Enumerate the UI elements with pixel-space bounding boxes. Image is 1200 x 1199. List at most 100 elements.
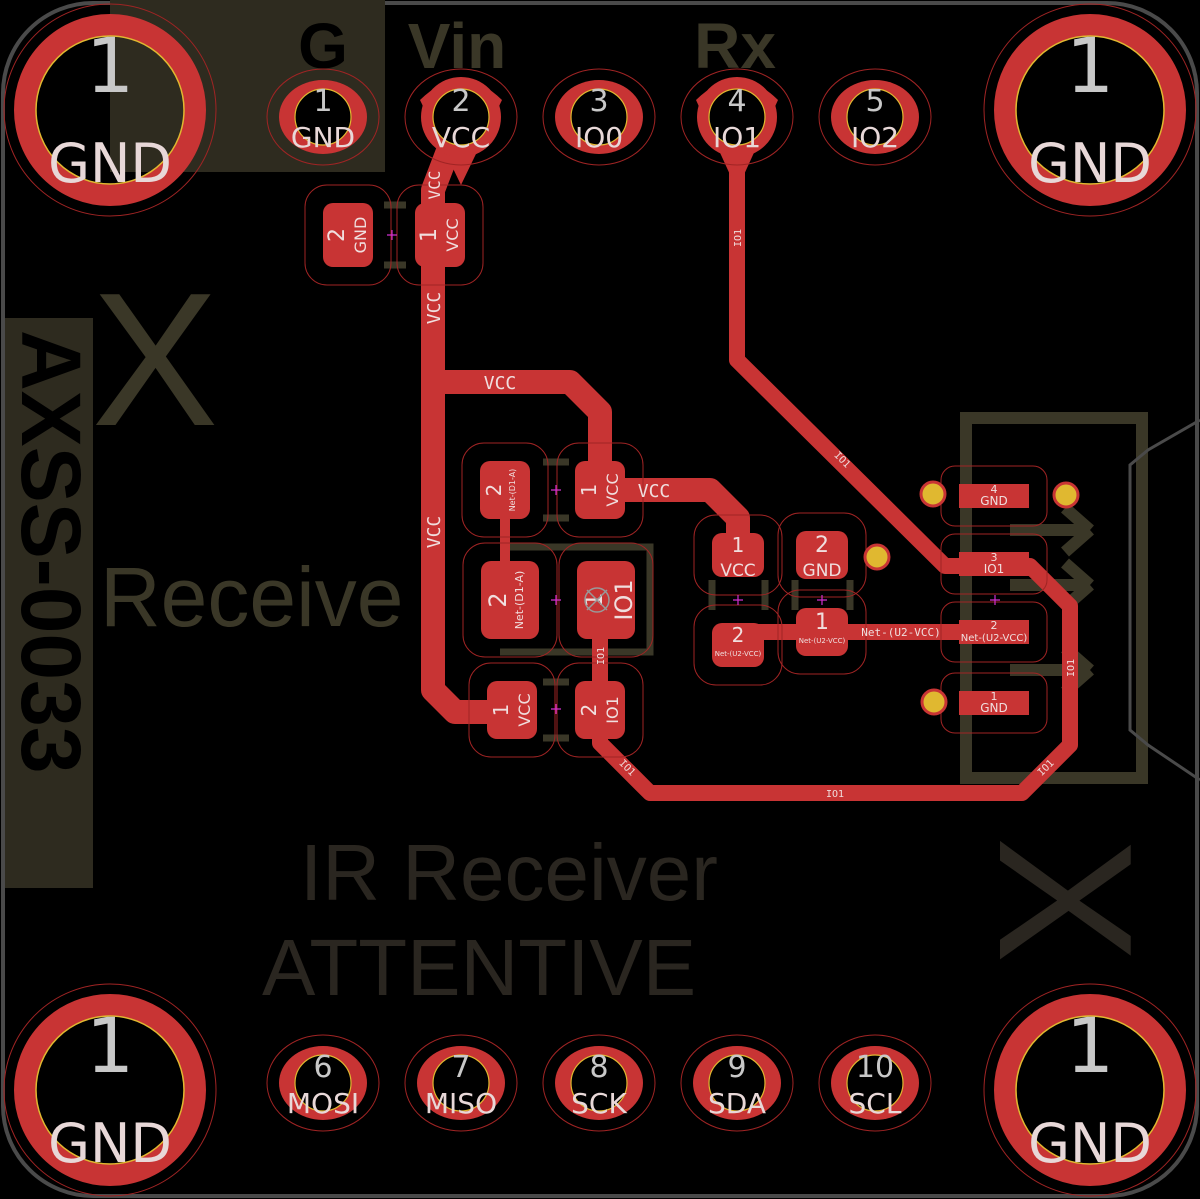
mount-hole-net: GND — [1028, 132, 1152, 195]
mount-hole[interactable]: 1 GND — [3, 983, 217, 1197]
pin-number: 1 — [313, 84, 332, 119]
mount-hole[interactable]: 1 GND — [983, 3, 1197, 217]
track-io1 — [592, 109, 1078, 801]
header-pins: 1GND2VCC3IO04IO15IO26MOSI7MISO8SCK9SDA10… — [266, 68, 932, 1132]
pad-number: 1 — [815, 610, 829, 635]
pad-net: VCC — [443, 218, 462, 251]
track-label-io1: IO1 — [733, 229, 744, 247]
silk-part-box — [5, 318, 93, 888]
pad-net: IO1 — [984, 562, 1005, 576]
pad-number: 2 — [991, 619, 998, 632]
pin-number: 6 — [313, 1050, 332, 1085]
silk-logo-left: X — [92, 254, 219, 466]
track-label-io1: IO1 — [596, 647, 607, 665]
pad-net: GND — [980, 701, 1008, 715]
pin-net: GND — [291, 121, 355, 154]
silk-rx: Rx — [694, 10, 776, 82]
pad-net: GND — [980, 494, 1008, 508]
pad-number: 2 — [577, 704, 601, 717]
pad-number: 4 — [991, 483, 998, 496]
pin-net: SCK — [571, 1087, 627, 1120]
pad-number: 2 — [482, 484, 506, 497]
mount-hole-net: GND — [48, 132, 172, 195]
silk-ir-receiver: IR Receiver — [300, 828, 718, 917]
pin-net: MOSI — [287, 1087, 359, 1120]
track-label-io1: IO1 — [826, 789, 844, 800]
pin-number: 2 — [451, 84, 470, 119]
pad-net: VCC — [720, 561, 755, 581]
track-label-vcc: VCC — [425, 171, 444, 200]
pin-net: SCL — [849, 1087, 902, 1120]
mount-hole-num: 1 — [86, 21, 134, 110]
pad-number: 2 — [325, 228, 350, 242]
track-label-vcc: VCC — [424, 292, 445, 325]
pin-number: 8 — [589, 1050, 608, 1085]
pad-number: 3 — [991, 551, 998, 564]
mount-hole-net: GND — [48, 1112, 172, 1175]
track-label-io1: IO1 — [1066, 659, 1077, 677]
pad-net: IO1 — [610, 579, 638, 620]
pad-net: GND — [803, 561, 842, 581]
pin-number: 9 — [727, 1050, 746, 1085]
silk-part-code: AXSS-0033 — [4, 330, 98, 774]
component-origin-markers — [387, 230, 1000, 714]
mount-hole[interactable]: 1 GND — [983, 983, 1197, 1197]
track-label-u2vcc: Net-(U2-VCC) — [861, 626, 940, 639]
pin-number: 3 — [589, 84, 608, 119]
pin-number: 5 — [865, 84, 884, 119]
pad-net: Net-(D1-A) — [513, 571, 526, 630]
pad-net: IO1 — [603, 696, 622, 724]
pad-net: Net-(U2-VCC) — [799, 637, 846, 645]
mount-hole[interactable]: 1 GND — [3, 3, 217, 217]
u2-body-edge — [1128, 418, 1200, 782]
pad-net: Net-(U2-VCC) — [961, 633, 1028, 644]
mount-hole-net: GND — [1028, 1112, 1152, 1175]
pad-net: Net-(D1-A) — [508, 469, 517, 512]
mount-hole-num: 1 — [1066, 1001, 1114, 1090]
pad-net: GND — [351, 217, 370, 254]
pin-number: 10 — [856, 1050, 894, 1085]
pad-number: 2 — [732, 623, 745, 647]
u2-vias — [863, 480, 1080, 716]
silk-logo-right: X — [959, 837, 1171, 964]
track-label-vcc: VCC — [638, 481, 671, 502]
pin-net: SDA — [708, 1087, 766, 1120]
silk-vin: Vin — [408, 10, 506, 82]
track-label-vcc: VCC — [424, 516, 445, 549]
pad-number: 1 — [489, 704, 513, 717]
pin-net: VCC — [432, 121, 490, 154]
pad-net: Net-(U2-VCC) — [715, 650, 762, 658]
silk-brand: ATTENTIVE — [262, 923, 696, 1012]
pin-net: IO1 — [713, 121, 761, 154]
silk-g: G — [298, 10, 348, 82]
track-label-vcc: VCC — [484, 373, 517, 394]
